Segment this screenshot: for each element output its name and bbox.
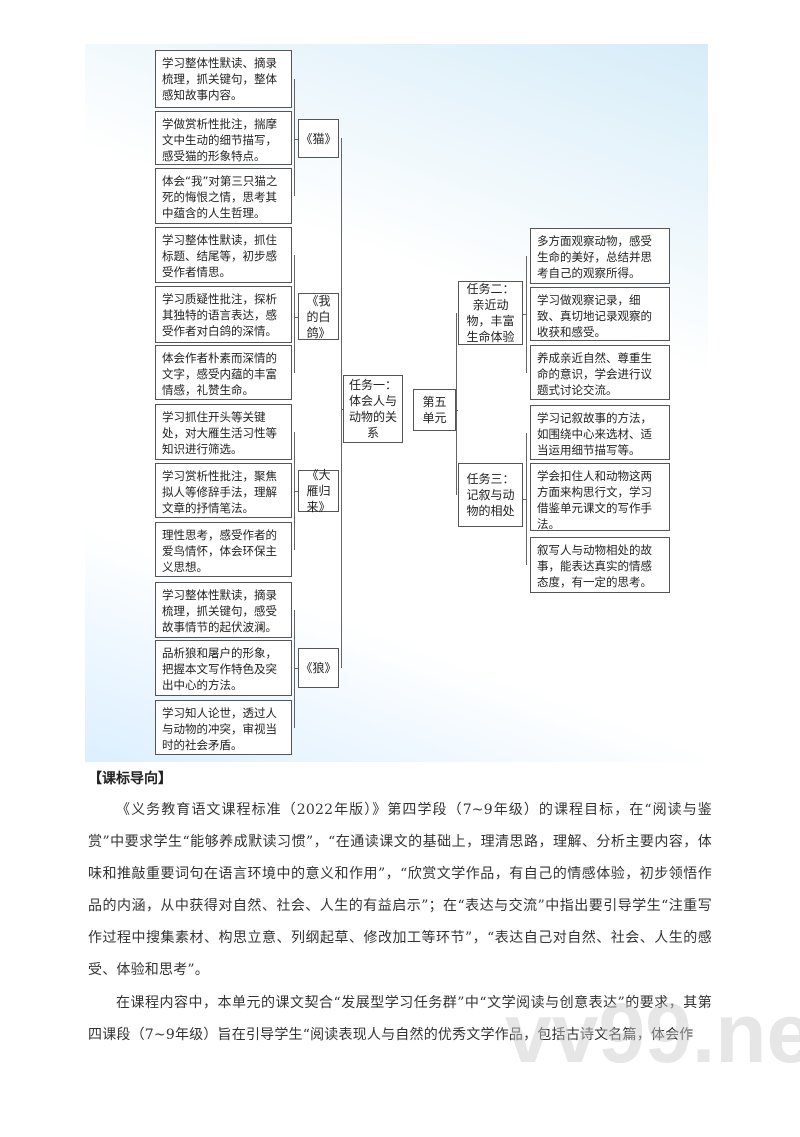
objective-box: 学习抓住开头等关键处，对大雁生活习性等知识进行筛选。 [155, 404, 292, 460]
objective-box: 学习整体性默读，摘录梳理，抓关键句，感受故事情节的起伏波澜。 [155, 582, 292, 638]
objective-box: 学习做观察记录，细致、真切地记录观察的收获和感受。 [530, 287, 670, 341]
connector-line [294, 79, 296, 196]
objective-box: 学习知人论世，透过人与动物的冲突，审视当时的社会矛盾。 [155, 700, 292, 755]
objective-box: 养成亲近自然、尊重生命的意识，学会进行议题式讨论交流。 [530, 345, 670, 400]
connector-line [294, 316, 298, 318]
task2-box: 任务二：亲近动物，丰富生命体验 [458, 281, 523, 345]
watermark: vv99.net [505, 986, 800, 1080]
connector-line [294, 668, 298, 670]
objective-box: 学会扣住人和动物这两方面来构思行文，学习借鉴单元课文的写作手法。 [530, 463, 670, 531]
connector-line [523, 314, 527, 316]
unit-root-box: 第五单元 [413, 389, 456, 431]
connector-line [294, 255, 296, 373]
section-heading: 【课标导向】 [88, 771, 172, 787]
paragraph-2: 在课程内容中，本单元的课文契合“发展型学习任务群”中“文学阅读与创意表达”的要求… [88, 995, 712, 1043]
text-title-box: 《大雁归来》 [298, 468, 339, 514]
connector-line [341, 409, 344, 411]
connector-line [341, 138, 343, 668]
objective-box: 学习质疑性批注，探析其独特的语言表达，感受作者对白鸽的深情。 [155, 286, 292, 343]
task1-box: 任务一：体会人与动物的关系 [343, 375, 403, 443]
objective-box: 体会作者朴素而深情的文字，感受内蕴的丰富情感，礼赞生命。 [155, 345, 292, 400]
connector-line [294, 138, 298, 140]
task3-box: 任务三：记叙与动物的相处 [458, 463, 523, 527]
connector-line [456, 410, 458, 412]
objective-box: 体会“我”对第三只猫之死的悔恨之情，思考其中蕴含的人生哲理。 [155, 168, 292, 224]
connector-line [523, 498, 527, 500]
objective-box: 学习记叙故事的方法，如围绕中心来选材、适当运用细节描写等。 [530, 405, 670, 460]
objective-box: 品析狼和屠户的形象，把握本文写作特色及突出中心的方法。 [155, 640, 292, 696]
text-title-box: 《狼》 [298, 648, 339, 688]
objective-box: 学习整体性默读、摘录梳理，抓关键句，整体感知故事内容。 [155, 50, 292, 108]
connector-line [294, 432, 296, 550]
connector-line [456, 313, 458, 495]
objective-box: 叙写人与动物相处的故事，能表达真实的情感态度，有一定的思考。 [530, 537, 670, 593]
paragraph-1: 《义务教育语文课程标准（2022年版）》第四学段（7~9年级）的课程目标，在“阅… [88, 802, 712, 978]
objective-box: 学习赏析性批注，聚焦拟人等修辞手法，理解文章的抒情笔法。 [155, 463, 292, 518]
text-title-box: 《猫》 [298, 119, 339, 158]
text-title-box: 《我的白鸽》 [298, 293, 339, 340]
objective-box: 理性思考，感受作者的爱鸟情怀，体会环保主义思想。 [155, 522, 292, 577]
objective-box: 多方面观察动物，感受生命的美好，总结并思考自己的观察所得。 [530, 228, 670, 284]
objective-box: 学习整体性默读，抓住标题、结尾等，初步感受作者情思。 [155, 227, 292, 283]
objective-box: 学做赏析性批注，揣摩文中生动的细节描写，感受猫的形象特点。 [155, 111, 292, 165]
connector-line [294, 491, 298, 493]
